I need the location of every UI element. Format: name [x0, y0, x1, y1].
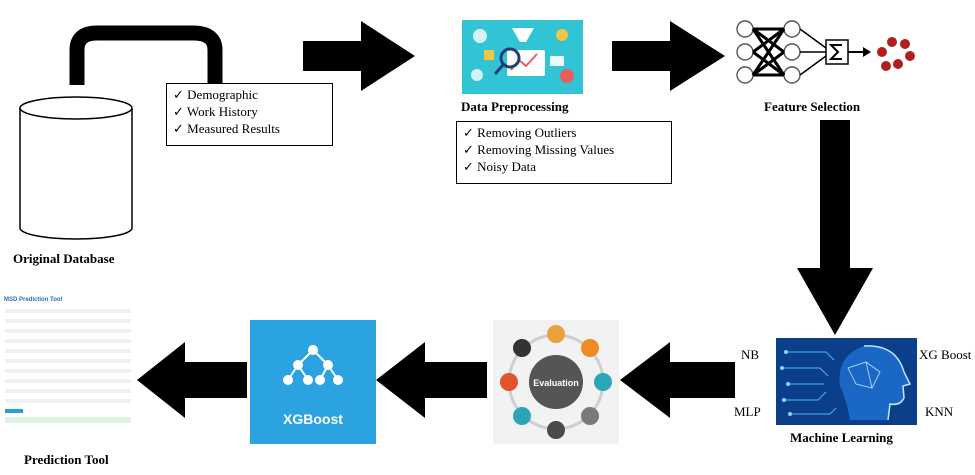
machine-learning-ai-head-image — [776, 338, 917, 425]
tool-field — [5, 329, 131, 333]
tool-field — [5, 309, 131, 313]
arrow-ml-to-evaluation — [620, 342, 735, 418]
prediction-tool-label: Prediction Tool — [24, 452, 109, 467]
tool-field — [5, 319, 131, 323]
evaluation-center-text: Evaluation — [533, 378, 579, 388]
evaluation-wheel-image: Evaluation — [493, 320, 619, 444]
database-attributes-box: ✓ Demographic ✓ Work History ✓ Measured … — [166, 83, 333, 146]
preprocessing-step-item: ✓ Noisy Data — [463, 159, 537, 174]
ml-model-nb: NB — [741, 347, 760, 362]
preprocessing-label: Data Preprocessing — [461, 99, 569, 114]
arrow-preprocessing-to-feature — [612, 21, 725, 91]
prediction-tool-title: MSD Prediction Tool — [4, 297, 63, 303]
ml-model-knn: KNN — [925, 404, 954, 419]
tool-result-box — [5, 417, 131, 423]
prediction-tool-screenshot: MSD Prediction Tool — [3, 296, 133, 446]
tool-field — [5, 389, 131, 393]
arrow-evaluation-to-xgboost — [376, 342, 487, 418]
preprocessing-steps-box: ✓ Removing Outliers ✓ Removing Missing V… — [456, 121, 672, 184]
machine-learning-label: Machine Learning — [790, 430, 893, 445]
xgboost-logo-text: XGBoost — [283, 411, 343, 427]
tool-field — [5, 349, 131, 353]
database-handle — [69, 25, 223, 85]
tool-field — [5, 379, 131, 383]
preprocessing-illustration — [462, 20, 583, 94]
ml-model-mlp: MLP — [734, 404, 761, 419]
tool-field — [5, 399, 131, 403]
database-label: Original Database — [13, 251, 115, 266]
attribute-item: ✓ Work History — [173, 104, 258, 119]
ml-model-xgboost: XG Boost — [919, 347, 972, 362]
attribute-item: ✓ Measured Results — [173, 121, 280, 136]
database-cylinder — [19, 25, 223, 240]
xgboost-logo: XGBoost — [250, 320, 376, 444]
tool-field — [5, 339, 131, 343]
attribute-item: ✓ Demographic — [173, 87, 258, 102]
feature-selection-network-icon — [736, 20, 915, 84]
arrow-xgboost-to-tool — [137, 342, 247, 418]
tool-field — [5, 359, 131, 363]
preprocessing-step-item: ✓ Removing Missing Values — [463, 142, 615, 157]
preprocessing-step-item: ✓ Removing Outliers — [463, 125, 577, 140]
tool-field — [5, 369, 131, 373]
arrow-db-to-preprocessing — [303, 21, 415, 91]
arrow-feature-to-ml — [797, 120, 873, 335]
tool-predict-button — [5, 409, 23, 413]
feature-selection-label: Feature Selection — [764, 99, 861, 114]
